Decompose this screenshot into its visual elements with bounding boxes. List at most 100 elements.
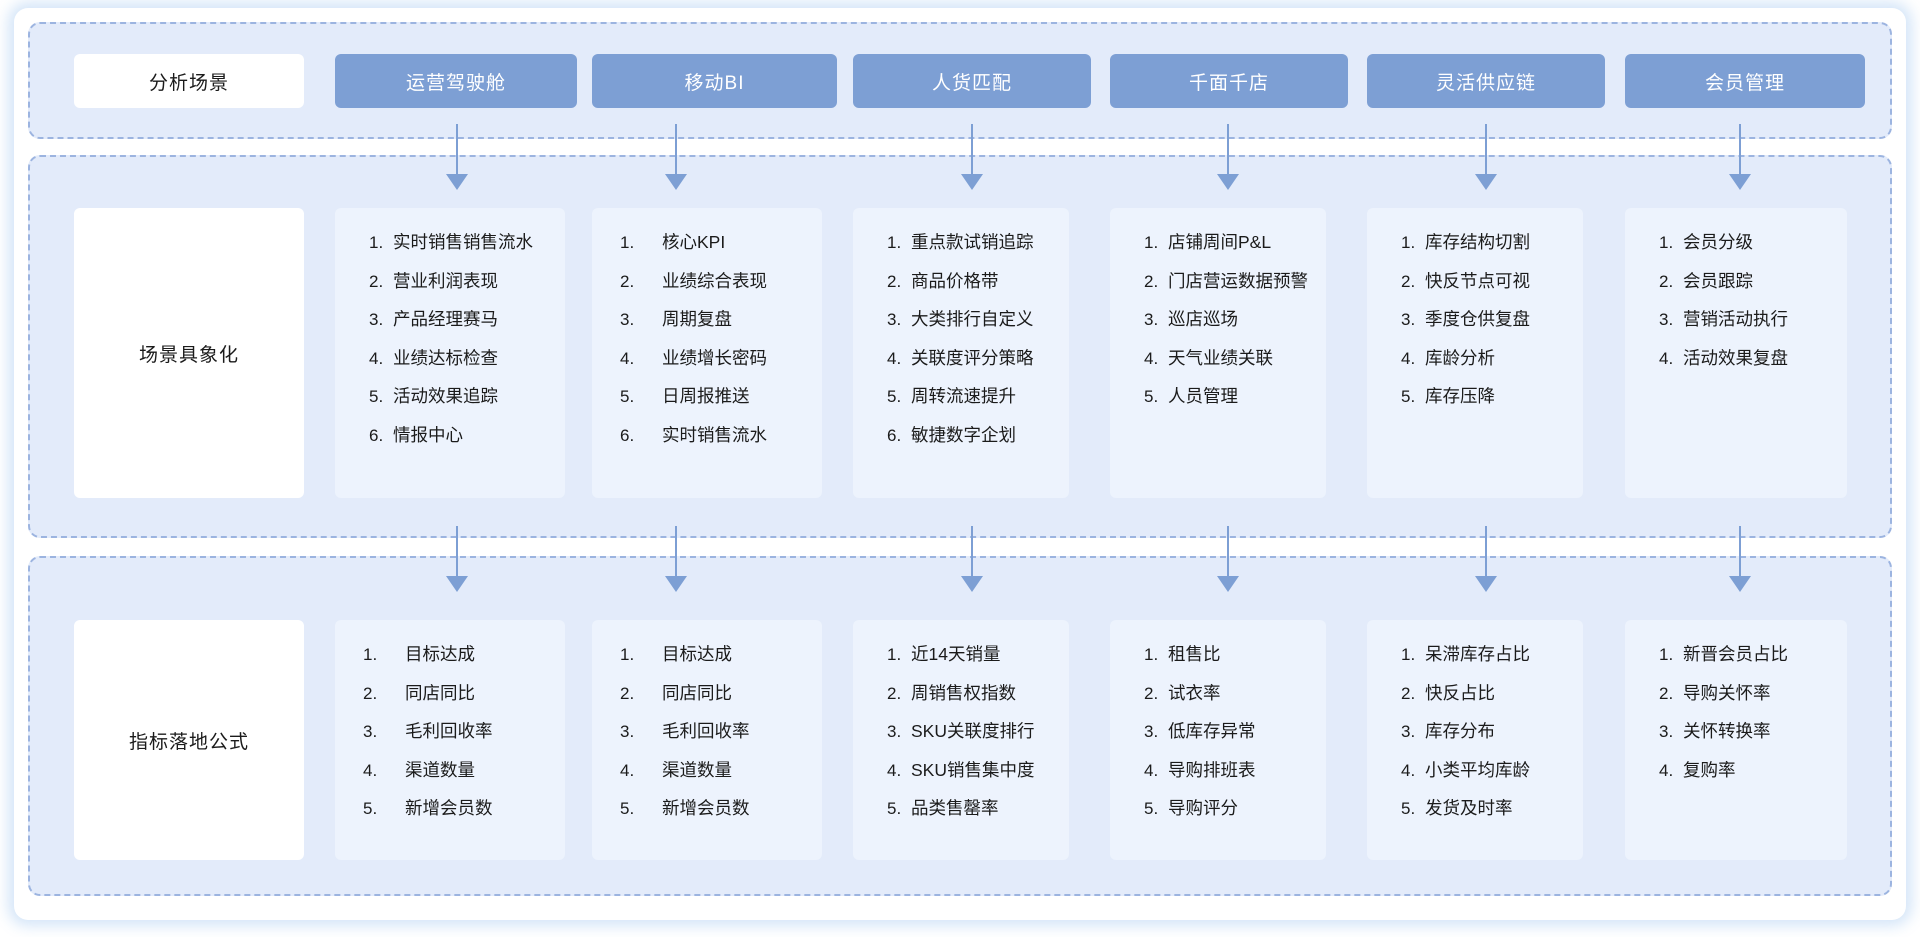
list-item[interactable]: 5.库存压降 [1367, 387, 1583, 406]
list-item[interactable]: 4.渠道数量 [592, 761, 822, 780]
scene-button-member-management[interactable]: 会员管理 [1625, 54, 1865, 108]
list-item[interactable]: 3.毛利回收率 [335, 722, 565, 741]
list-item[interactable]: 3.周期复盘 [592, 310, 822, 329]
list-item[interactable]: 5.日周报推送 [592, 387, 822, 406]
list-item-label: 会员分级 [1683, 232, 1753, 252]
list-item[interactable]: 4.业绩增长密码 [592, 349, 822, 368]
list-item[interactable]: 3. 产品经理赛马 [335, 309, 565, 329]
list-item[interactable]: 1.呆滞库存占比 [1367, 645, 1583, 664]
list-item-label: 季度仓供复盘 [1425, 309, 1530, 329]
list-item-number: 3. [1144, 310, 1159, 329]
list-item[interactable]: 2.商品价格带 [853, 272, 1069, 291]
list-item[interactable]: 4.小类平均库龄 [1367, 761, 1583, 780]
scene-button-ops-cockpit[interactable]: 运营驾驶舱 [335, 54, 577, 108]
list-item[interactable]: 6.敏捷数字企划 [853, 424, 1069, 445]
list-item[interactable]: 2.快反占比 [1367, 684, 1583, 703]
list-item[interactable]: 1.近14天销量 [853, 645, 1069, 664]
list-item-label: 营销活动执行 [1683, 309, 1788, 329]
list-item[interactable]: 4.导购排班表 [1110, 761, 1326, 780]
list-item-label: 活动效果复盘 [1683, 347, 1788, 368]
list-item[interactable]: 1.库存结构切割 [1367, 233, 1583, 252]
list-item-label: 租售比 [1168, 644, 1221, 664]
list-item[interactable]: 5.人员管理 [1110, 387, 1326, 406]
list-item[interactable]: 3.营销活动执行 [1625, 309, 1847, 329]
list-item[interactable]: 5.导购评分 [1110, 799, 1326, 818]
list-item[interactable]: 3.巡店巡场 [1110, 310, 1326, 329]
row-label-metric-formula: 指标落地公式 [74, 620, 304, 860]
concretization-card-ops-cockpit: 1.实时销售销售流水 2.营业利润表现 3. 产品经理赛马 4.业绩达标检查 5.活动效果… [335, 208, 565, 498]
list-item-number: 5. [363, 799, 378, 818]
list-item-number: 1. [887, 645, 902, 664]
list-item-label: 周转流速提升 [911, 386, 1016, 406]
list-item[interactable]: 1.店铺周间P&L [1110, 233, 1326, 252]
list-item[interactable]: 2.周销售权指数 [853, 682, 1069, 703]
list-item[interactable]: 2.同店同比 [335, 682, 565, 703]
list-item[interactable]: 1.新晋会员占比 [1625, 645, 1847, 664]
list-item-label: 周销售权指数 [911, 682, 1016, 703]
card-item-list: 1.新晋会员占比 2.导购关怀率 3.关怀转换率 4.复购率 [1625, 645, 1847, 780]
list-item-label: 产品经理赛马 [393, 309, 498, 329]
list-item-label: 门店营运数据预警 [1168, 270, 1308, 291]
list-item[interactable]: 5.新增会员数 [592, 799, 822, 818]
list-item-number: 3. [1401, 310, 1416, 329]
list-item[interactable]: 5.发货及时率 [1367, 799, 1583, 818]
list-item-label: 天气业绩关联 [1168, 347, 1273, 368]
list-item[interactable]: 1.实时销售销售流水 [335, 233, 565, 252]
scene-button-people-goods-match[interactable]: 人货匹配 [853, 54, 1091, 108]
scene-button-flexible-supply-chain[interactable]: 灵活供应链 [1367, 54, 1605, 108]
list-item[interactable]: 2.门店营运数据预警 [1110, 270, 1326, 291]
list-item[interactable]: 3.毛利回收率 [592, 722, 822, 741]
list-item-number: 2. [1401, 271, 1416, 291]
list-item-number: 5. [369, 387, 384, 406]
list-item[interactable]: 2.营业利润表现 [335, 272, 565, 291]
list-item[interactable]: 5.活动效果追踪 [335, 387, 565, 406]
scene-button-mobile-bi[interactable]: 移动BI [592, 54, 837, 108]
list-item[interactable]: 4.活动效果复盘 [1625, 347, 1847, 368]
list-item-label: 同店同比 [662, 682, 732, 703]
list-item[interactable]: 6.实时销售流水 [592, 426, 822, 445]
list-item[interactable]: 4.SKU销售集中度 [853, 761, 1069, 780]
list-item[interactable]: 4.渠道数量 [335, 759, 565, 780]
list-item[interactable]: 2.业绩综合表现 [592, 272, 822, 291]
list-item[interactable]: 3.低库存异常 [1110, 722, 1326, 741]
list-item[interactable]: 6.情报中心 [335, 426, 565, 445]
list-item[interactable]: 5.新增会员数 [335, 799, 565, 818]
list-item[interactable]: 2.会员跟踪 [1625, 272, 1847, 291]
list-item[interactable]: 2.同店同比 [592, 682, 822, 703]
list-item[interactable]: 4.业绩达标检查 [335, 348, 565, 368]
list-item[interactable]: 1.租售比 [1110, 644, 1326, 664]
list-item[interactable]: 2.试衣率 [1110, 683, 1326, 703]
list-item[interactable]: 3.SKU关联度排行 [853, 722, 1069, 741]
list-item-number: 5. [1401, 387, 1416, 406]
list-item[interactable]: 1.目标达成 [335, 645, 565, 664]
list-item-number: 4. [369, 348, 384, 368]
list-item[interactable]: 1.重点款试销追踪 [853, 233, 1069, 252]
list-item-number: 4. [1144, 348, 1159, 368]
list-item[interactable]: 3.大类排行自定义 [853, 309, 1069, 329]
list-item[interactable]: 2.导购关怀率 [1625, 684, 1847, 703]
list-item[interactable]: 4.关联度评分策略 [853, 349, 1069, 368]
scene-button-thousand-stores[interactable]: 千面千店 [1110, 54, 1348, 108]
list-item-label: 大类排行自定义 [911, 309, 1034, 329]
row-label-text: 分析场景 [148, 72, 229, 94]
list-item-label: 渠道数量 [405, 759, 475, 780]
list-item-label: 敏捷数字企划 [911, 424, 1016, 445]
list-item[interactable]: 4. 天气业绩关联 [1110, 347, 1326, 368]
list-item-number: 4. [1659, 760, 1674, 780]
list-item[interactable]: 3.关怀转换率 [1625, 722, 1847, 741]
list-item[interactable]: 3.库存分布 [1367, 722, 1583, 741]
list-item[interactable]: 1.核心KPI [592, 233, 822, 252]
list-item[interactable]: 1.会员分级 [1625, 232, 1847, 252]
list-item[interactable]: 3. 季度仓供复盘 [1367, 309, 1583, 329]
list-item-number: 2. [1144, 683, 1159, 703]
list-item[interactable]: 2.快反节点可视 [1367, 271, 1583, 291]
list-item-label: 同店同比 [405, 682, 475, 703]
list-item-number: 3. [369, 310, 384, 329]
list-item[interactable]: 1.目标达成 [592, 645, 822, 664]
list-item-number: 3. [363, 722, 378, 741]
list-item[interactable]: 4.库龄分析 [1367, 349, 1583, 368]
scene-button-label: 人货匹配 [931, 72, 1012, 94]
list-item[interactable]: 5.周转流速提升 [853, 386, 1069, 406]
list-item[interactable]: 4.复购率 [1625, 760, 1847, 780]
list-item[interactable]: 5.品类售罄率 [853, 799, 1069, 818]
